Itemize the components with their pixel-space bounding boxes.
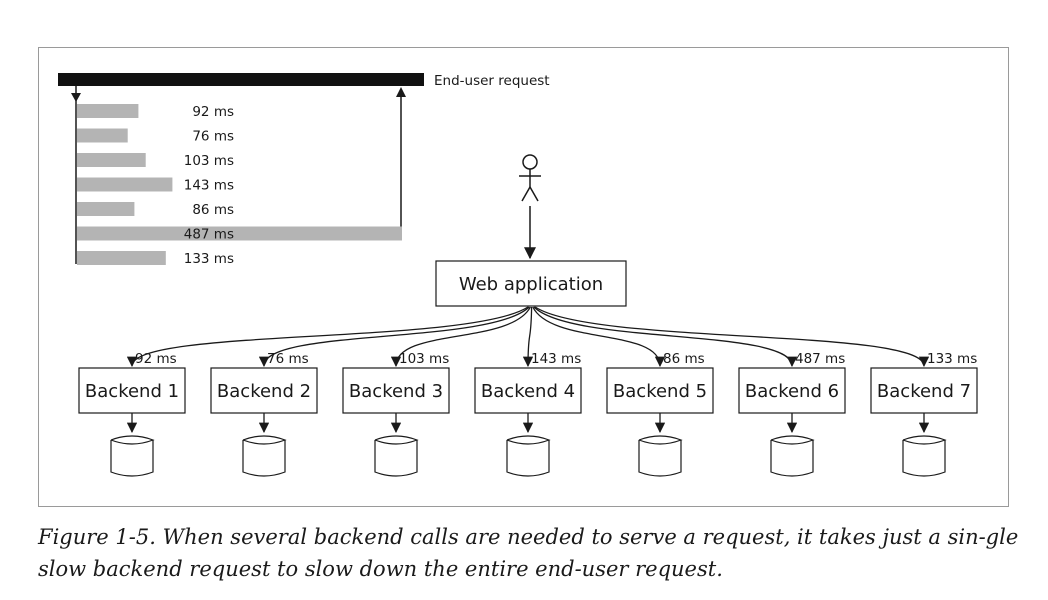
latency-bar-label-3: 103 ms — [184, 153, 234, 169]
user-icon — [519, 154, 541, 202]
latency-bar-label-4: 143 ms — [184, 178, 234, 194]
figure-caption: Figure 1-5. When several backend calls a… — [38, 525, 1019, 581]
backend-7-label: Backend 7 — [877, 381, 971, 402]
latency-bar-1 — [77, 104, 139, 118]
request-fanout-arrow — [71, 93, 81, 102]
request-timeline: End-user request — [58, 73, 550, 264]
webapp-to-backend-6-arrow — [533, 306, 798, 368]
latency-bar-label-7: 133 ms — [184, 251, 234, 267]
backend-6-label: Backend 6 — [745, 381, 839, 402]
latency-bar-label-1: 92 ms — [192, 104, 234, 120]
response-return-arrow — [396, 87, 406, 97]
backend-7-database-icon — [902, 435, 947, 477]
web-application-label: Web application — [459, 274, 603, 295]
webapp-to-backend-2-arrow — [258, 306, 530, 368]
backend-3-label: Backend 3 — [349, 381, 443, 402]
webapp-to-backend-4-arrow — [522, 306, 534, 368]
latency-bar-5 — [77, 202, 135, 216]
backend-6-latency-label: 487 ms — [795, 351, 845, 367]
backend-2-latency-label: 76 ms — [267, 351, 309, 367]
backend-6-box — [738, 367, 846, 414]
backend-4-database-icon — [506, 435, 551, 477]
backend-2-database-icon — [242, 435, 287, 477]
backend-5-label: Backend 5 — [613, 381, 707, 402]
webapp-to-backend-7-arrow — [534, 306, 930, 368]
backend-1-latency-label: 92 ms — [135, 351, 177, 367]
backend-2-box — [210, 367, 318, 414]
webapp-to-backend-3-arrow — [390, 306, 531, 368]
webapp-to-backend-1-arrow — [126, 306, 529, 368]
backend-1-label: Backend 1 — [85, 381, 179, 402]
latency-bar-2 — [77, 128, 128, 143]
backend-4-box — [474, 367, 582, 414]
end-user-request-bar — [58, 73, 424, 86]
backend-5-box — [606, 367, 714, 414]
latency-bar-6 — [77, 226, 402, 241]
latency-bar-label-5: 86 ms — [192, 202, 234, 218]
backend-3-latency-label: 103 ms — [399, 351, 449, 367]
end-user-request-label: End-user request — [434, 73, 550, 89]
backend-6-database-icon — [770, 435, 815, 477]
backend-5-database-icon — [638, 435, 683, 477]
backend-4-label: Backend 4 — [481, 381, 575, 402]
latency-bar-7 — [77, 251, 166, 265]
backend-5-latency-label: 86 ms — [663, 351, 705, 367]
backend-4-latency-label: 143 ms — [531, 351, 581, 367]
latency-bar-4 — [77, 177, 173, 192]
backend-2-label: Backend 2 — [217, 381, 311, 402]
backend-1-database-icon — [110, 435, 155, 477]
backend-7-latency-label: 133 ms — [927, 351, 977, 367]
latency-bar-3 — [77, 153, 146, 167]
backend-3-database-icon — [374, 435, 419, 477]
webapp-to-backend-5-arrow — [532, 306, 666, 368]
latency-bar-label-6: 487 ms — [184, 227, 234, 243]
backend-3-box — [342, 367, 450, 414]
backend-1-box — [78, 367, 186, 414]
latency-bar-label-2: 76 ms — [192, 129, 234, 145]
web-application-box — [435, 260, 627, 307]
